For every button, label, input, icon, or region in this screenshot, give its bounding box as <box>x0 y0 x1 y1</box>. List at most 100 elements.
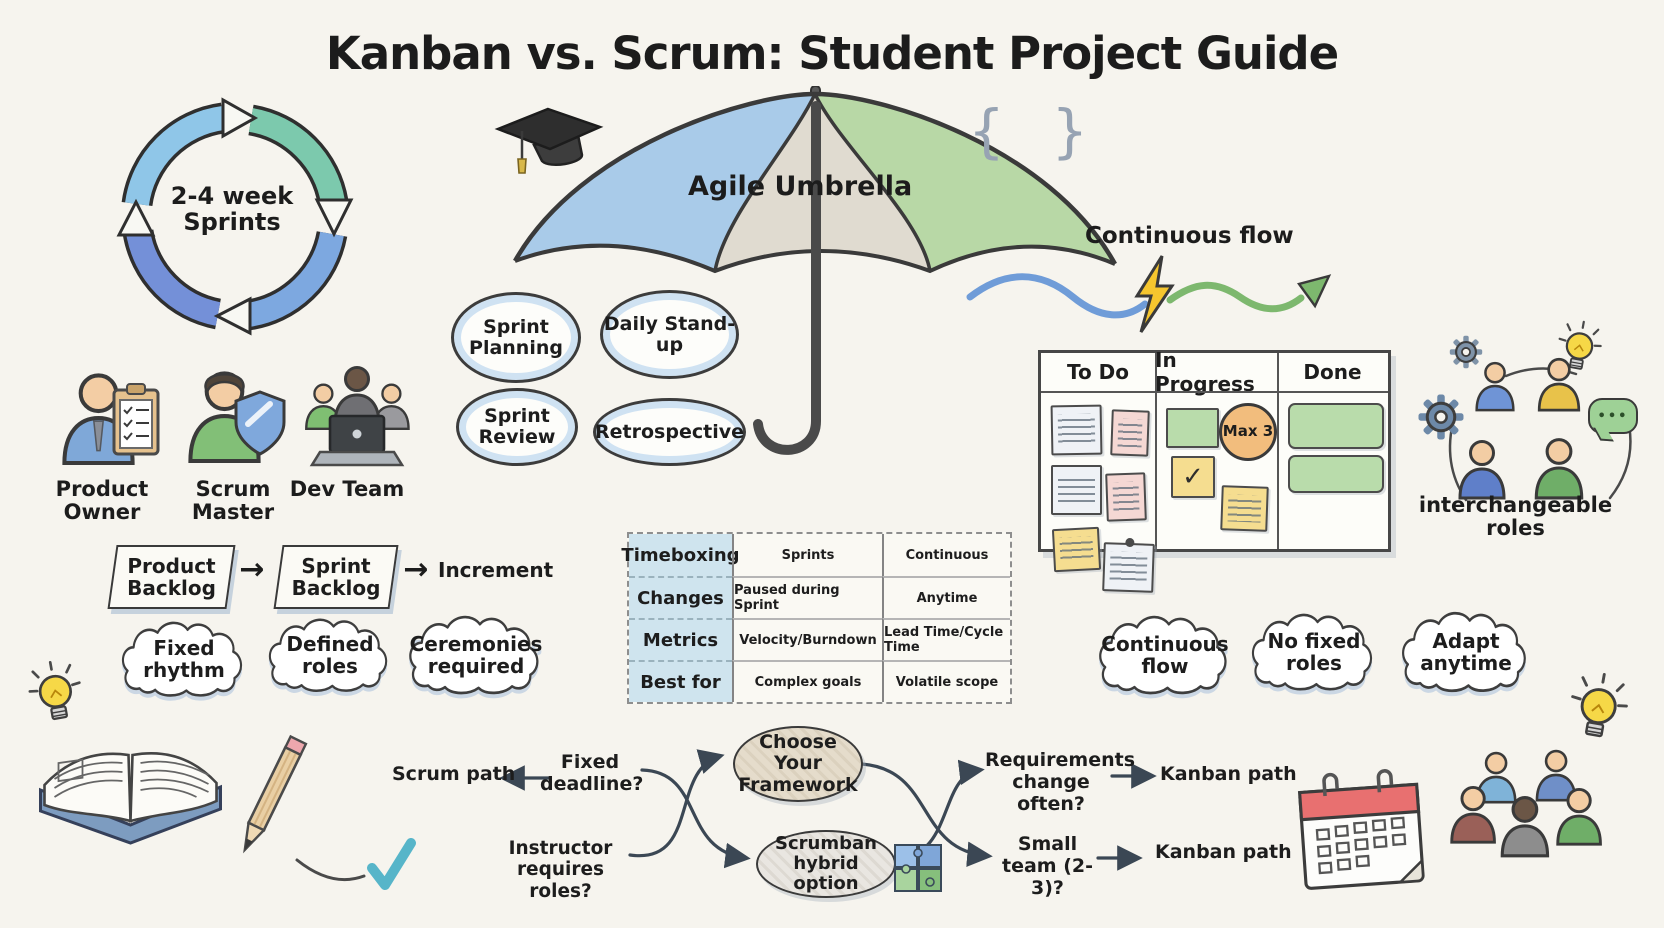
sticky-note <box>1105 472 1147 522</box>
wave-arrow-icon <box>966 255 1332 333</box>
role-scrum-master-label: Scrum Master <box>191 477 275 524</box>
gear-icon <box>1417 393 1465 441</box>
speech-bubble-icon: ••• <box>1588 398 1638 434</box>
cloud-defined-roles: Defined roles <box>265 615 395 701</box>
sprint-cycle-icon <box>116 97 354 336</box>
fixed-deadline-question: Fixed deadline? <box>540 751 644 795</box>
cloud-label: No fixed roles <box>1267 628 1361 676</box>
cloud-ceremonies-required: Ceremonies required <box>405 612 547 704</box>
pinned-note <box>1102 537 1155 593</box>
open-book-icon <box>39 752 222 845</box>
ceremony-sprint-planning: Sprint Planning <box>451 292 581 383</box>
table-cell-scrum: Velocity/Burndown <box>732 618 882 660</box>
sprint-backlog-card: Sprint Backlog <box>273 545 399 609</box>
table-row-label: Best for <box>629 660 732 702</box>
comparison-table: Timeboxing Sprints Continuous Changes Pa… <box>621 532 1012 704</box>
team-meeting-icon <box>1450 749 1602 858</box>
cloud-label: Defined roles <box>286 632 374 679</box>
board-column-inprogress: In Progress <box>1155 348 1255 396</box>
board-column-todo: To Do <box>1066 360 1130 384</box>
kanban-path-label: Kanban path <box>1155 841 1292 863</box>
cloud-continuous-flow: Continuous flow <box>1095 612 1235 704</box>
flow-arrow: → <box>403 552 429 587</box>
product-backlog-card: Product Backlog <box>107 545 236 609</box>
table-cell-kanban: Lead Time/Cycle Time <box>882 618 1010 660</box>
pin-icon <box>1124 537 1135 548</box>
decision-arrows <box>499 749 1157 871</box>
ceremony-retrospective: Retrospective <box>593 398 746 466</box>
small-team-question: Small team (2-3)? <box>1002 833 1093 899</box>
table-cell-scrum: Complex goals <box>732 660 882 702</box>
table-cell-kanban: Continuous <box>882 534 1010 576</box>
role-product-owner-label: Product Owner <box>55 477 149 524</box>
umbrella-icon <box>513 86 1117 455</box>
cloud-label: Adapt anytime <box>1420 628 1512 676</box>
done-card <box>1288 403 1384 449</box>
scrum-path-label: Scrum path <box>392 763 516 785</box>
kanban-board: To Do In Progress Done Max 3 ✓ <box>1038 348 1391 593</box>
role-dev-team-label: Dev Team <box>289 477 405 501</box>
pencil-icon <box>243 734 308 854</box>
umbrella-label: Agile Umbrella <box>688 171 913 202</box>
table-row-label: Metrics <box>629 618 732 660</box>
laptop-icon <box>309 414 405 467</box>
cloud-label: Fixed rhythm <box>143 635 225 683</box>
board-column-divider <box>1155 353 1157 549</box>
product-backlog-label: Product Backlog <box>127 554 216 600</box>
person-icon <box>1458 440 1506 500</box>
cloud-adapt-anytime: Adapt anytime <box>1398 608 1534 702</box>
increment-label: Increment <box>438 558 554 582</box>
table-cell-kanban: Volatile scope <box>882 660 1010 702</box>
graduation-cap-icon <box>494 107 604 174</box>
choose-framework-node: Choose Your Framework <box>733 726 863 802</box>
table-cell-kanban: Anytime <box>882 576 1010 618</box>
requirements-question: Requirements change often? <box>985 749 1136 815</box>
flow-arrow: → <box>239 552 265 587</box>
continuous-flow-label: Continuous flow <box>1085 223 1294 249</box>
sprint-cycle-label: 2-4 week Sprints <box>170 182 294 236</box>
wip-limit-badge: Max 3 <box>1219 403 1277 461</box>
scrum-master-icon <box>188 371 286 464</box>
lightbulb-icon <box>1565 668 1633 742</box>
table-cell-scrum: Sprints <box>732 534 882 576</box>
cloud-label: Ceremonies required <box>409 631 543 679</box>
sticky-note <box>1220 485 1269 532</box>
person-icon <box>1537 357 1581 412</box>
board-header-divider <box>1041 391 1388 393</box>
table-row-label: Changes <box>629 576 732 618</box>
person-icon <box>1475 361 1515 412</box>
done-card <box>1288 455 1384 493</box>
sticky-note <box>1051 465 1102 515</box>
person-icon <box>1534 438 1584 500</box>
sticky-note <box>1166 408 1219 448</box>
puzzle-icon <box>894 844 942 892</box>
instructor-question: Instructor requires roles? <box>508 838 613 902</box>
shield-icon <box>234 390 286 456</box>
scrumban-node: Scrumban hybrid option <box>756 830 896 898</box>
sticky-note <box>1050 404 1103 456</box>
clipboard-icon <box>112 383 160 456</box>
sticky-note <box>1051 526 1102 573</box>
kanban-path-label: Kanban path <box>1160 763 1297 785</box>
braces-icon: { } <box>968 97 1103 165</box>
board-column-done: Done <box>1303 360 1362 384</box>
cloud-label: Continuous flow <box>1101 631 1229 679</box>
ceremony-daily-standup: Daily Stand-up <box>600 290 739 379</box>
checkmark-icon <box>295 838 416 890</box>
dev-team-icon <box>305 366 410 467</box>
interchangeable-roles-label: interchangeable roles <box>1418 493 1613 540</box>
calendar-icon <box>1297 769 1425 890</box>
lightning-icon <box>1134 255 1175 333</box>
sticky-note-checked: ✓ <box>1171 456 1215 498</box>
board-column-divider <box>1277 353 1279 549</box>
table-cell-scrum: Paused during Sprint <box>732 576 882 618</box>
sprint-backlog-label: Sprint Backlog <box>291 554 381 600</box>
table-row-label: Timeboxing <box>621 534 740 576</box>
cloud-no-fixed-roles: No fixed roles <box>1248 610 1380 700</box>
ceremony-sprint-review: Sprint Review <box>456 388 578 466</box>
product-owner-icon <box>62 373 160 466</box>
check-icon: ✓ <box>1182 462 1204 492</box>
cloud-fixed-rhythm: Fixed rhythm <box>118 618 250 706</box>
sticky-note <box>1110 409 1150 457</box>
page-title: Kanban vs. Scrum: Student Project Guide <box>325 27 1339 80</box>
